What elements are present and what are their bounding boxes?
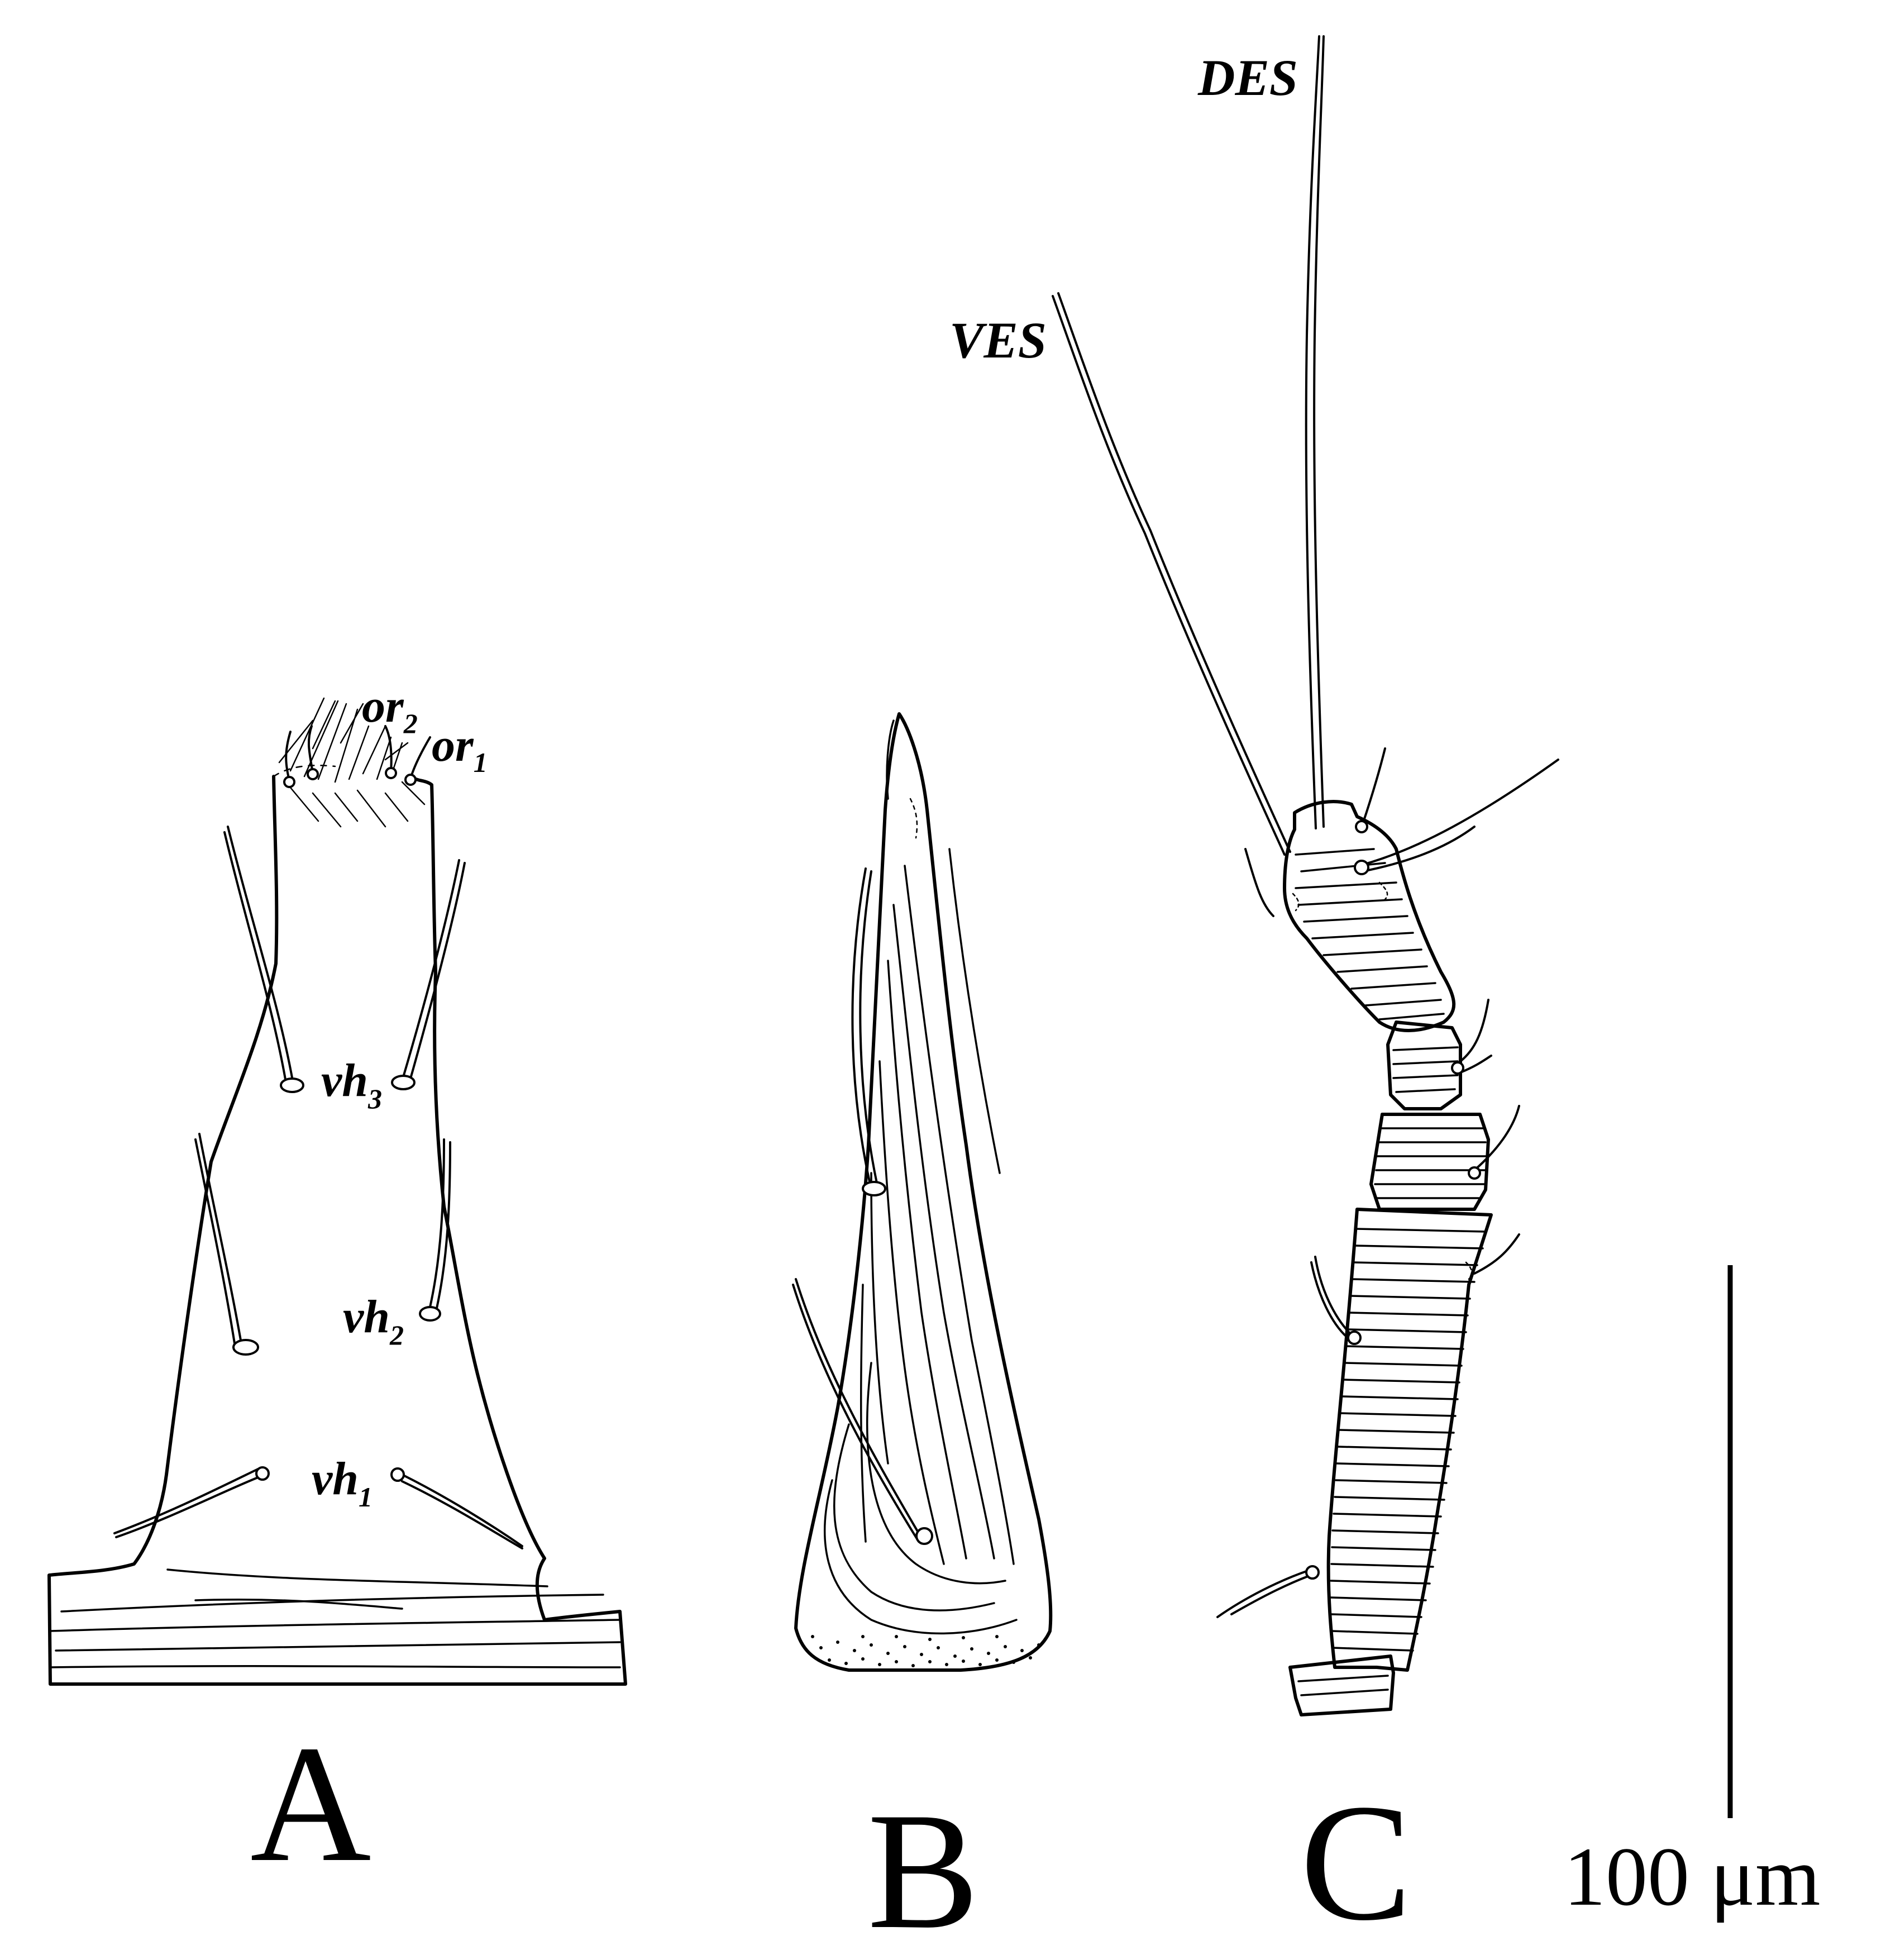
panel-c-drawing — [1052, 35, 1559, 1716]
panel-letter-b: B — [867, 1778, 979, 1960]
scale-bar-label: 100 μm — [1564, 1830, 1821, 1923]
panel-letter-c: C — [1300, 1770, 1412, 1955]
panel-b-drawing — [792, 712, 1053, 1672]
label-ves: VES — [949, 312, 1047, 369]
label-vh2: vh2 — [343, 1291, 404, 1351]
label-vh3: vh3 — [321, 1055, 382, 1114]
stipple-area — [811, 1635, 1040, 1667]
label-or2: or2 — [362, 680, 418, 739]
label-or1: or1 — [432, 719, 488, 778]
seta-des — [1305, 35, 1320, 829]
seta-ves — [1057, 292, 1291, 853]
label-vh1: vh1 — [312, 1453, 373, 1513]
label-des: DES — [1197, 49, 1298, 106]
panel-letter-a: A — [250, 1711, 371, 1896]
panel-a-drawing — [47, 697, 627, 1686]
